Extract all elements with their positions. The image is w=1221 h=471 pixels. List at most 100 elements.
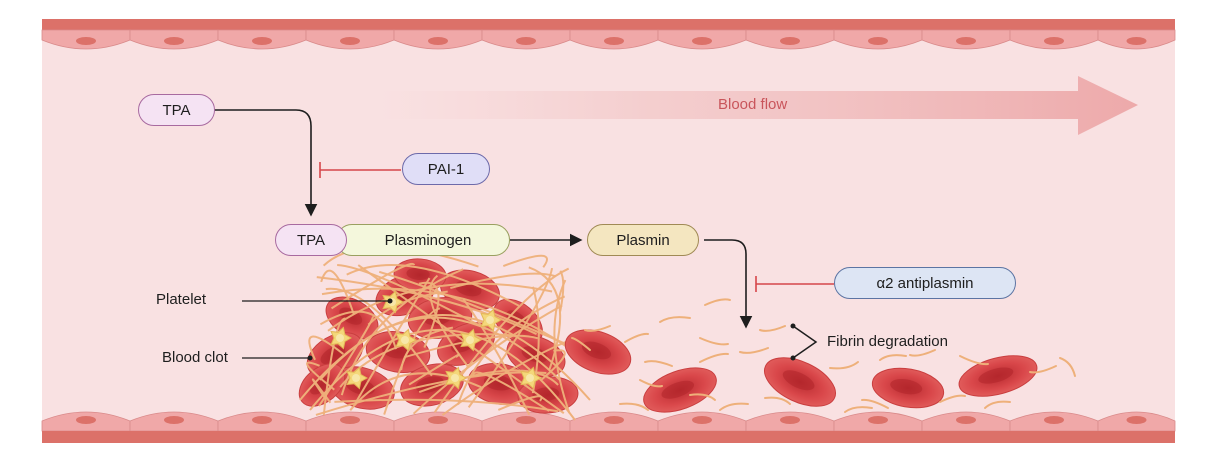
endothelial-nucleus <box>780 416 800 424</box>
fibrin-strand <box>418 281 440 348</box>
fibrin-fragment <box>571 337 591 351</box>
fibrin-fragment <box>624 332 649 343</box>
blood-clot-label: Blood clot <box>162 349 228 366</box>
platelet <box>480 308 503 332</box>
endothelial-nucleus <box>76 416 96 424</box>
endothelial-nucleus <box>1044 37 1064 45</box>
fibrin-strand <box>346 264 520 307</box>
fibrin-strand <box>309 329 576 421</box>
fibrin-fragments <box>571 298 1076 413</box>
endothelial-nucleus <box>1126 416 1147 424</box>
endothelial-nucleus <box>1044 416 1064 424</box>
fibrin-strand <box>408 353 460 386</box>
platelet <box>330 326 353 350</box>
fibrin-fragment <box>1059 357 1076 377</box>
fibrin-fragment <box>879 354 907 361</box>
vessel-wall-bottom <box>41 411 1176 443</box>
fibrin-strand <box>316 276 537 335</box>
endothelial-nucleus <box>252 416 272 424</box>
endothelial-nucleus <box>252 37 272 45</box>
red-blood-cell <box>564 329 632 375</box>
bracket-dot-bottom <box>790 355 796 361</box>
fibrin-strand <box>325 287 433 377</box>
fibrin-strand <box>308 335 344 361</box>
tpa-bound-node: TPA <box>275 224 347 256</box>
fibrin-fragment <box>699 352 729 363</box>
fibrin-fragment <box>689 393 716 401</box>
pai1-node: PAI-1 <box>402 153 490 185</box>
fibrin-fragment <box>984 400 1011 409</box>
fibrin-strand <box>502 254 548 268</box>
fibrin-strand <box>403 334 539 359</box>
fibrin-fragment <box>909 349 936 357</box>
fibrin-strand <box>378 270 568 346</box>
endothelial-nucleus <box>340 37 360 45</box>
fibrin-fragment <box>739 347 769 354</box>
blood-clot-graphic <box>298 246 591 421</box>
fibrin-strand <box>412 304 563 415</box>
bracket-dot-top <box>790 323 796 329</box>
platelet <box>460 328 483 352</box>
endothelial-nucleus <box>956 37 976 45</box>
fibrin-fragment <box>844 406 873 413</box>
plasminogen-node: Plasminogen <box>336 224 510 256</box>
fibrin-degradation-label: Fibrin degradation <box>827 333 948 350</box>
endothelial-nucleus <box>1126 37 1147 45</box>
fibrin-strand <box>457 295 566 405</box>
red-blood-cell <box>643 367 717 413</box>
fibrin-strand <box>319 310 397 350</box>
endothelial-nucleus <box>868 37 888 45</box>
platelet <box>395 328 418 352</box>
endothelial-nucleus <box>164 416 184 424</box>
fibrin-fragment <box>644 360 673 367</box>
endothelial-nucleus <box>428 37 448 45</box>
endothelial-nucleus <box>76 37 96 45</box>
fibrin-strand <box>497 395 543 411</box>
endothelial-nucleus <box>692 37 712 45</box>
blood-flow-label: Blood flow <box>718 96 788 113</box>
endothelial-nucleus <box>956 416 976 424</box>
fibrin-fragment <box>861 398 889 409</box>
antiplasmin-node: α2 antiplasmin <box>834 267 1016 299</box>
plasmin-action-arrow <box>704 239 753 329</box>
endothelial-nucleus <box>340 416 360 424</box>
fibrin-strand <box>462 298 531 416</box>
endothelial-nucleus <box>780 37 800 45</box>
fibrin-fragment <box>699 337 729 346</box>
fibrin-strand <box>429 274 470 368</box>
fibrin-strand <box>319 316 561 381</box>
fibrin-fragment <box>939 394 966 403</box>
tpa-activation-arrow <box>214 109 318 217</box>
fibrin-fragment <box>639 379 663 388</box>
endothelial-nucleus <box>428 416 448 424</box>
red-blood-cell <box>871 367 945 409</box>
fibrin-fragment <box>704 298 731 306</box>
fibrin-fragment <box>764 396 791 405</box>
fibrin-strand <box>472 371 550 412</box>
endothelial-nucleus <box>604 37 624 45</box>
fibrin-degradation-bracket <box>792 325 818 359</box>
platelet-leader-dot <box>387 298 393 304</box>
endothelial-nucleus <box>604 416 624 424</box>
fibrin-strand <box>467 267 554 408</box>
platelet-label: Platelet <box>156 291 207 308</box>
fibrin-fragment <box>959 355 989 366</box>
endothelial-nucleus <box>164 37 184 45</box>
platelet <box>346 366 369 390</box>
fibrin-strand <box>540 349 566 381</box>
blood-flow-arrow <box>378 76 1138 135</box>
fibrin-fragment <box>759 325 786 332</box>
fibrin-fragment <box>719 402 749 411</box>
red-blood-cell <box>764 357 836 407</box>
endothelial-nucleus <box>516 416 536 424</box>
fibrin-fragment <box>619 402 649 411</box>
fibrin-fragment <box>584 325 611 332</box>
red-blood-cell <box>958 355 1038 397</box>
vessel-wall-top <box>41 19 1176 50</box>
endothelial-nucleus <box>516 37 536 45</box>
free-red-blood-cells <box>564 329 1038 413</box>
platelet <box>520 366 543 390</box>
endothelial-nucleus <box>868 416 888 424</box>
